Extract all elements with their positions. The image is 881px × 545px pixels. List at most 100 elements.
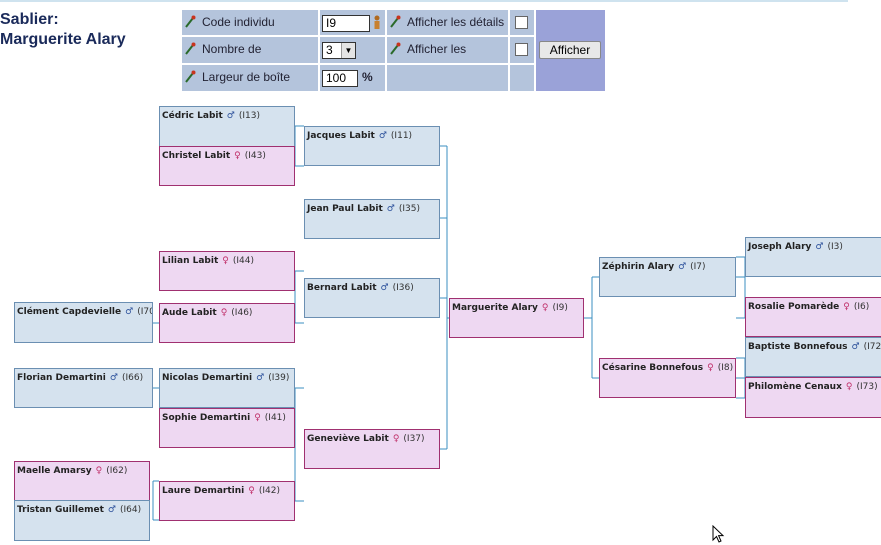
male-symbol-icon: ♂ (678, 262, 687, 272)
person-id: (I73) (856, 382, 878, 392)
help-wand-icon[interactable] (390, 15, 401, 28)
person-box[interactable]: Baptiste Bonnefous♂(I72) (745, 337, 881, 377)
person-box[interactable]: Jean Paul Labit♂(I35) (304, 199, 440, 239)
person-name[interactable]: Cédric Labit (162, 111, 223, 121)
person-name[interactable]: Laure Demartini (162, 486, 245, 496)
width-input[interactable]: 100 (322, 70, 358, 87)
connector (736, 256, 746, 319)
person-name[interactable]: Césarine Bonnefous (602, 363, 704, 373)
female-symbol-icon: ♀ (234, 151, 241, 161)
female-symbol-icon: ♀ (254, 413, 261, 423)
person-name[interactable]: Geneviève Labit (307, 434, 389, 444)
chevron-down-icon[interactable]: ▼ (341, 43, 355, 58)
person-box[interactable]: Sophie Demartini♀(I41) (159, 408, 295, 448)
code-label-cell: Code individu (182, 10, 318, 35)
person-id: (I66) (121, 373, 144, 383)
spouses-checkbox[interactable] (515, 43, 528, 56)
person-name[interactable]: Jean Paul Labit (307, 204, 383, 214)
afficher-button[interactable]: Afficher (539, 41, 601, 59)
help-wand-icon[interactable] (185, 42, 196, 55)
male-symbol-icon: ♂ (386, 204, 395, 214)
person-box[interactable]: Laure Demartini♀(I42) (159, 481, 295, 521)
person-box[interactable]: Cédric Labit♂(I13) (159, 106, 295, 147)
male-symbol-icon: ♂ (378, 131, 387, 141)
male-symbol-icon: ♂ (815, 242, 824, 252)
width-label-cell: Largeur de boîte (182, 65, 318, 91)
page-title-line1: Sablier: (0, 11, 59, 28)
person-id: (I46) (231, 308, 253, 318)
person-box[interactable]: Bernard Labit♂(I36) (304, 278, 440, 318)
person-box[interactable]: Joseph Alary♂(I3) (745, 237, 881, 277)
help-wand-icon[interactable] (185, 15, 196, 28)
details-label-cell: Afficher les détails (387, 10, 508, 35)
person-name[interactable]: Tristan Guillemet (17, 505, 104, 515)
empty-cell (510, 65, 534, 91)
person-name[interactable]: Joseph Alary (748, 242, 812, 252)
find-person-icon[interactable] (373, 15, 381, 30)
generations-value: 3 (326, 43, 333, 57)
person-box[interactable]: Nicolas Demartini♂(I39) (159, 368, 295, 408)
page-title: Sablier: Marguerite Alary (0, 10, 126, 50)
code-input[interactable]: I9 (322, 15, 370, 32)
person-id: (I70) (137, 307, 152, 317)
page-title-line2: Marguerite Alary (0, 31, 126, 48)
person-box[interactable]: Zéphirin Alary♂(I7) (599, 257, 736, 297)
person-id: (I9) (552, 303, 568, 313)
person-id: (I3) (827, 242, 843, 252)
female-symbol-icon: ♀ (248, 486, 255, 496)
person-name[interactable]: Baptiste Bonnefous (748, 342, 848, 352)
female-symbol-icon: ♀ (845, 382, 853, 392)
person-name[interactable]: Florian Demartini (17, 373, 106, 383)
generations-select[interactable]: 3 ▼ (322, 42, 356, 59)
help-wand-icon[interactable] (185, 70, 196, 83)
person-id: (I37) (403, 434, 425, 444)
connector (584, 276, 599, 379)
person-name[interactable]: Rosalie Pomarède (748, 302, 840, 312)
person-id: (I62) (106, 466, 128, 476)
person-box[interactable]: Philomène Cenaux♀(I73) (745, 377, 881, 418)
person-box[interactable]: Christel Labit♀(I43) (159, 146, 295, 186)
person-name[interactable]: Christel Labit (162, 151, 231, 161)
width-input-cell: 100 % (320, 65, 385, 91)
person-box[interactable]: Maelle Amarsy♀(I62) (14, 461, 150, 501)
person-id: (I13) (238, 111, 260, 121)
details-checkbox[interactable] (515, 16, 528, 29)
person-name[interactable]: Jacques Labit (307, 131, 375, 141)
person-box[interactable]: Tristan Guillemet♂(I64) (14, 500, 150, 541)
person-box[interactable]: Lilian Labit♀(I44) (159, 251, 295, 291)
person-id: (I36) (392, 283, 414, 293)
details-checkbox-cell (510, 10, 534, 35)
code-input-cell: I9 (320, 10, 385, 35)
person-name[interactable]: Bernard Labit (307, 283, 377, 293)
connector (294, 125, 304, 167)
person-box[interactable]: Jacques Labit♂(I11) (304, 126, 440, 166)
person-id: (I72) (863, 342, 881, 352)
male-symbol-icon: ♂ (851, 342, 860, 352)
person-box[interactable]: Rosalie Pomarède♀(I6) (745, 297, 881, 337)
person-name[interactable]: Sophie Demartini (162, 413, 251, 423)
person-box[interactable]: Geneviève Labit♀(I37) (304, 429, 440, 469)
person-id: (I39) (268, 373, 290, 383)
person-name[interactable]: Aude Labit (162, 308, 217, 318)
person-name[interactable]: Clément Capdevielle (17, 307, 122, 317)
person-id: (I43) (244, 151, 266, 161)
person-box[interactable]: Césarine Bonnefous♀(I8) (599, 358, 736, 398)
person-name[interactable]: Maelle Amarsy (17, 466, 92, 476)
person-name[interactable]: Zéphirin Alary (602, 262, 675, 272)
person-box[interactable]: Aude Labit♀(I46) (159, 303, 295, 343)
person-name[interactable]: Marguerite Alary (452, 303, 538, 313)
person-name[interactable]: Philomène Cenaux (748, 382, 842, 392)
person-name[interactable]: Lilian Labit (162, 256, 219, 266)
male-symbol-icon: ♂ (109, 373, 118, 383)
person-box[interactable]: Florian Demartini♂(I66) (14, 368, 153, 408)
empty-cell (387, 65, 508, 91)
person-box[interactable]: Marguerite Alary♀(I9) (449, 298, 584, 338)
female-symbol-icon: ♀ (392, 434, 400, 444)
person-box[interactable]: Clément Capdevielle♂(I70) (14, 302, 153, 343)
top-divider (0, 0, 848, 2)
help-wand-icon[interactable] (390, 42, 401, 55)
female-symbol-icon: ♀ (843, 302, 850, 312)
person-name[interactable]: Nicolas Demartini (162, 373, 253, 383)
width-unit: % (362, 70, 373, 84)
